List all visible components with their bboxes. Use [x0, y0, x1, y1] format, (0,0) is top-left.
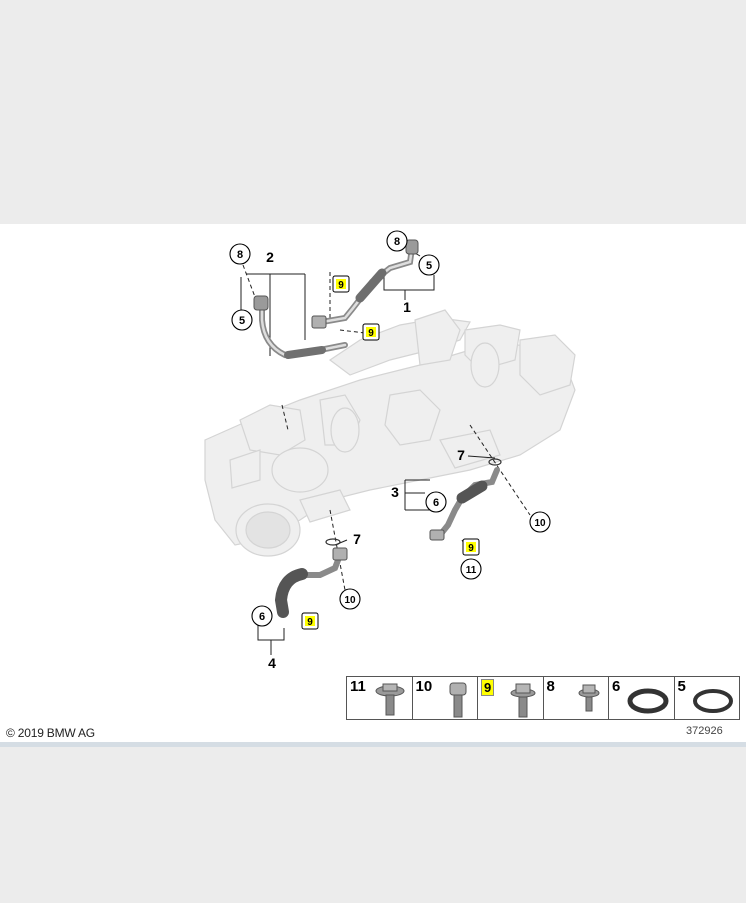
oil-return-line-4 [274, 538, 348, 618]
callouts: 8 2 5 9 9 8 5 1 7 3 6 [229, 230, 551, 671]
legend-cell-6: 6 [609, 677, 675, 719]
oil-line-2 [253, 295, 348, 359]
callout-6-a: 6 [425, 491, 447, 513]
bolt-small-icon [578, 684, 600, 712]
panel-divider [0, 742, 746, 747]
legend-cell-5: 5 [675, 677, 740, 719]
callout-8-b: 8 [386, 230, 408, 252]
callout-11: 11 [460, 558, 482, 580]
callout-11-label: 11 [466, 565, 477, 576]
callout-9-b: 9 [362, 323, 380, 341]
oil-return-line-3 [429, 458, 502, 541]
callout-8-b-label: 8 [394, 236, 400, 248]
callout-9-c: 9 [462, 538, 480, 556]
callout-3: 3 [391, 484, 399, 500]
callout-7-b: 7 [353, 531, 361, 547]
callout-10-a: 10 [529, 511, 551, 533]
parts-legend: 11 10 9 8 6 5 [346, 676, 740, 720]
legend-label: 8 [546, 678, 555, 695]
callout-8-a-label: 8 [237, 249, 243, 261]
callout-4: 4 [268, 655, 276, 671]
callout-10-a-label: 10 [534, 518, 546, 529]
callout-6-b: 6 [251, 605, 273, 627]
callout-6-b-label: 6 [259, 611, 265, 623]
callout-6-a-label: 6 [433, 497, 439, 509]
legend-label: 10 [415, 678, 433, 695]
oil-line-1 [311, 239, 419, 329]
callout-9-d: 9 [301, 612, 319, 630]
callout-7-a: 7 [457, 447, 465, 463]
callout-5-b: 5 [418, 254, 440, 276]
callout-9-d-label: 9 [307, 617, 313, 628]
legend-label: 5 [677, 678, 686, 695]
legend-label-highlighted: 9 [481, 679, 495, 696]
callout-5-b-label: 5 [426, 260, 432, 272]
bolt-hex-flange-icon [510, 683, 535, 718]
legend-cell-9: 9 [478, 677, 544, 719]
callout-5-a: 5 [231, 309, 253, 331]
legend-cell-8: 8 [544, 677, 609, 719]
copyright-notice: © 2019 BMW AG [6, 726, 95, 740]
o-ring-thick-icon [627, 688, 668, 714]
callout-10-b-label: 10 [344, 595, 356, 606]
o-ring-icon [693, 689, 733, 713]
engine-manifold-illustration [204, 309, 576, 557]
callout-5-a-label: 5 [239, 315, 245, 327]
bolt-flange-icon [375, 683, 404, 716]
callout-9-b-label: 9 [368, 328, 374, 339]
legend-cell-11: 11 [347, 677, 413, 719]
diagram-number: 372926 [686, 725, 723, 737]
callout-1: 1 [403, 299, 411, 315]
callout-10-b: 10 [339, 588, 361, 610]
bracket-lines [240, 249, 496, 655]
legend-label: 11 [350, 678, 366, 695]
callout-9-a-label: 9 [338, 280, 344, 291]
legend-cell-10: 10 [413, 677, 478, 719]
callout-2: 2 [266, 249, 274, 265]
callout-9-c-label: 9 [468, 543, 474, 554]
callout-9-a: 9 [332, 275, 350, 293]
callout-8-a: 8 [229, 243, 251, 265]
bolt-socket-icon [449, 682, 467, 718]
legend-label: 6 [612, 678, 621, 695]
